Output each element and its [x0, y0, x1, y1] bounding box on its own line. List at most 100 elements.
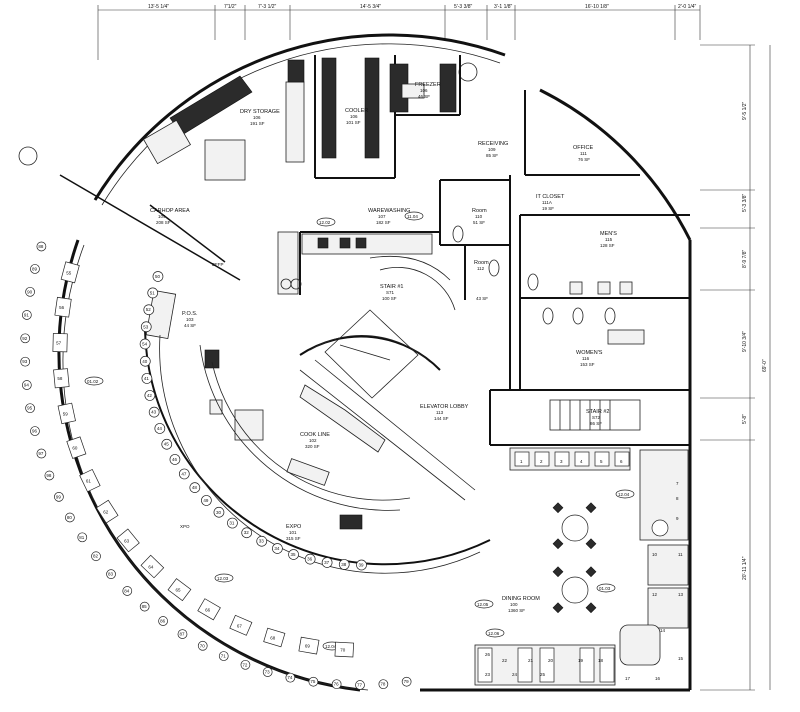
outer-seat-number: 77: [357, 683, 363, 688]
stool: [147, 287, 159, 299]
booth-seat: 65: [167, 578, 192, 602]
cooler-shelving: [321, 57, 457, 159]
cook-line-equipment: [145, 289, 386, 530]
outer-seat-number: 78: [380, 682, 386, 687]
outer-seat-number: 91: [24, 312, 30, 317]
booth-seat: 64: [140, 554, 165, 579]
stool: [241, 527, 253, 539]
dining-seat-number: 14: [660, 628, 666, 633]
stool: [227, 517, 238, 529]
booth-number: 68: [270, 635, 276, 640]
back-of-house-walls: [59, 55, 690, 446]
outer-seat-number: 83: [108, 572, 114, 577]
office-area: 76 SF: [578, 157, 590, 162]
booth-seat: 63: [116, 528, 140, 553]
outer-seat-number: 99: [56, 494, 62, 499]
outer-seat: [77, 532, 88, 543]
stool-number: 49: [203, 498, 209, 503]
stool: [304, 553, 316, 565]
stair2-num: S72: [592, 415, 601, 420]
outer-seat-number: 84: [124, 588, 130, 593]
outer-seat-number: 88: [38, 244, 44, 249]
office-num: 111: [580, 151, 587, 156]
stool-number: 39: [359, 562, 365, 567]
outer-seat-number: 92: [22, 336, 28, 341]
office-name: OFFICE: [573, 145, 593, 151]
booth-number: 58: [57, 376, 63, 381]
stool-number: 51: [150, 290, 156, 295]
pos-area: 44 SF: [184, 323, 196, 328]
stool: [143, 304, 155, 316]
column-marker-left: [18, 146, 38, 166]
booth-seat: 57: [52, 333, 68, 353]
outer-seat-number: 87: [179, 632, 185, 637]
booth-number: 67: [237, 623, 243, 628]
it-closet-name: IT CLOSET: [536, 194, 565, 200]
restroom-fixtures: [452, 225, 645, 345]
stair-2: [549, 399, 641, 431]
stool-number: 38: [341, 562, 347, 567]
stool: [154, 423, 166, 434]
stool: [338, 559, 350, 570]
outer-seat-number: 96: [32, 429, 38, 434]
booth-number: 59: [63, 411, 69, 416]
booth-seat: 70: [334, 641, 355, 658]
stool: [178, 468, 190, 480]
stool-number: 54: [142, 341, 148, 346]
booth-number: 65: [175, 588, 181, 593]
dining-seat-number: 26: [485, 652, 491, 657]
elevator-lobby-name: ELEVATOR LOBBY: [420, 404, 469, 410]
dining-seat-number: 13: [678, 592, 684, 597]
stool-number: 50: [155, 274, 161, 279]
outer-seat: [25, 286, 35, 297]
outer-seat: [122, 586, 133, 596]
room-110-num: 110: [475, 214, 483, 219]
expo-name: EXPO: [286, 524, 302, 530]
elevator: [324, 309, 419, 399]
dim-top-6: 3'-1 1/8": [494, 4, 513, 10]
dining-seat-number: 21: [528, 658, 534, 663]
warewashing-num: 107: [378, 214, 386, 219]
outer-seat-number: 85: [142, 604, 148, 609]
warewashing-area: 182 SF: [376, 220, 391, 225]
dining-seat-number: 4: [580, 459, 583, 464]
outer-seat: [262, 667, 273, 677]
elevator-lobby-num: 113: [436, 410, 444, 415]
booth-seat: 60: [66, 436, 87, 459]
dining-booths: [474, 447, 689, 686]
dining-seat-number: 10: [652, 552, 658, 557]
pos-name: P.O.S.: [182, 311, 198, 317]
stair1-name: STAIR #1: [380, 284, 403, 290]
room-labels: DRY STORAGE 106 191 SF COOLER 106 101 SF…: [150, 82, 617, 613]
stool-number: 32: [244, 530, 250, 535]
mens-area: 128 SF: [600, 243, 615, 248]
dim-top-1: 13'-5 1/4": [148, 4, 169, 10]
dining-seat-number: 1: [520, 459, 523, 464]
dim-top-4: 14'-5 3/4": [360, 4, 381, 10]
stool-number: 42: [147, 393, 153, 398]
dim-right-3: 8'-9 7/8": [742, 249, 748, 268]
outer-seat: [401, 676, 412, 687]
cook-line-num: 102: [309, 438, 317, 443]
outer-seat: [331, 679, 342, 690]
outer-seat-number: 75: [310, 679, 316, 684]
stool-number: 35: [291, 552, 297, 557]
dining-seat-number: 6: [620, 459, 623, 464]
dining-seat-number: 17: [625, 676, 631, 681]
right-dimension-string: 9'-5 1/2" 5'-3 3/8" 8'-9 7/8" 9'-10 3/4"…: [700, 44, 771, 691]
stool: [161, 438, 173, 450]
outer-seat: [177, 629, 188, 639]
pos-num: 103: [186, 317, 194, 322]
stool-number: 46: [172, 457, 178, 462]
outer-seat-number: 94: [24, 383, 30, 388]
warewashing-name: WAREWASHING: [368, 208, 410, 214]
stool-number: 41: [144, 376, 150, 381]
stool-number: 40: [142, 359, 148, 364]
tag-4: 01.03: [599, 586, 611, 591]
dining-seat-number: 24: [512, 672, 518, 677]
inner-stools-group: 5051525354404142434445464748493031323334…: [139, 271, 367, 571]
dry-storage-name: DRY STORAGE: [240, 109, 280, 115]
stool-number: 31: [229, 521, 235, 526]
